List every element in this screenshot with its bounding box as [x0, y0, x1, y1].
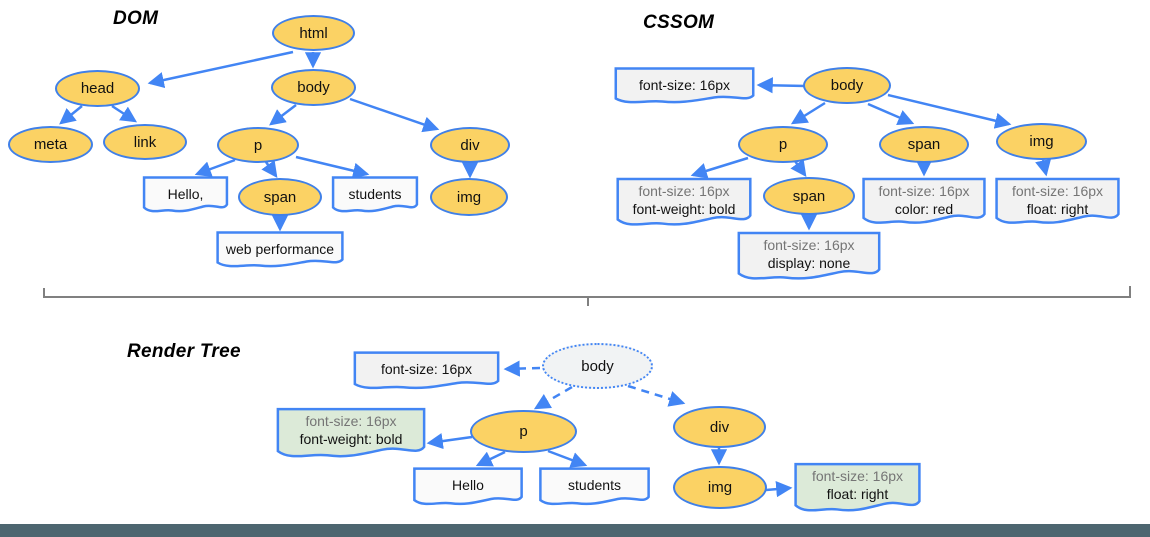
- render-rule-img-line1: font-size: 16px: [811, 468, 904, 484]
- render-node-body: body: [542, 343, 653, 389]
- dom-node-link: link: [103, 124, 187, 160]
- cssom-title: CSSOM: [643, 12, 715, 33]
- dom-node-div: div: [430, 127, 510, 163]
- cssom-node-body: body: [803, 67, 891, 104]
- dom-textnode-students-label: students: [348, 186, 402, 202]
- cssom-rule-span: font-size: 16px color: red: [862, 177, 986, 229]
- merge-brace: [43, 286, 1131, 306]
- arrow-rbody-div: [627, 384, 686, 407]
- arrow-head-link: [111, 104, 138, 123]
- dom-node-meta: meta: [8, 126, 93, 163]
- dom-node-html: html: [272, 15, 355, 51]
- cssom-node-p: p: [738, 126, 828, 163]
- render-tree-title: Render Tree: [127, 341, 241, 362]
- cssom-rule-span-line1: font-size: 16px: [878, 183, 970, 199]
- render-rule-p: font-size: 16px font-weight: bold: [276, 407, 426, 463]
- render-rule-img-line2: float: right: [826, 486, 889, 502]
- cssom-rule-span-in-p-line1: font-size: 16px: [763, 237, 855, 253]
- arrow-rimg-rule: [765, 481, 793, 498]
- arrow-rp-hello: [475, 450, 506, 467]
- cssom-rule-body-text: font-size: 16px: [638, 77, 731, 93]
- dom-textnode-students: students: [332, 176, 418, 216]
- arrow-body-p: [269, 104, 297, 126]
- arrow-cbody-rule: [756, 77, 807, 94]
- render-textnode-hello-label: Hello: [452, 477, 484, 493]
- arrow-cimg-rule: [1035, 158, 1052, 177]
- cssom-rule-img: font-size: 16px float: right: [995, 177, 1120, 229]
- arrow-rp-rule: [426, 433, 473, 450]
- render-rule-p-line2: font-weight: bold: [299, 431, 403, 447]
- cssom-node-span: span: [879, 126, 969, 163]
- cssom-node-span-in-p: span: [763, 177, 855, 215]
- dom-node-span: span: [238, 178, 322, 216]
- footer-bar: [0, 524, 1150, 537]
- cssom-node-img: img: [996, 123, 1087, 160]
- dom-textnode-hello: Hello,: [143, 176, 228, 216]
- dom-node-img: img: [430, 178, 508, 216]
- render-rule-img: font-size: 16px float: right: [794, 462, 921, 517]
- dom-textnode-webperformance-label: web performance: [225, 241, 335, 257]
- cssom-rule-body: font-size: 16px: [614, 67, 755, 107]
- arrow-cp-rule: [690, 156, 749, 179]
- arrow-p-span: [261, 160, 278, 178]
- dom-node-p: p: [217, 127, 299, 163]
- arrow-rp-students: [547, 449, 588, 468]
- dom-textnode-hello-label: Hello,: [167, 186, 204, 202]
- render-textnode-students-label: students: [568, 477, 621, 493]
- cssom-rule-p-line1: font-size: 16px: [638, 183, 730, 199]
- cssom-rule-img-line2: float: right: [1026, 201, 1089, 217]
- render-node-img: img: [673, 466, 767, 509]
- dom-node-head: head: [55, 70, 140, 107]
- render-textnode-students: students: [539, 467, 650, 509]
- render-rule-p-line1: font-size: 16px: [305, 413, 397, 429]
- arrow-html-head: [147, 50, 294, 89]
- dom-textnode-webperformance: web performance: [216, 231, 344, 271]
- arrow-cbody-p: [790, 101, 826, 125]
- arrow-rbody-rule: [503, 360, 541, 377]
- render-rule-body: font-size: 16px: [353, 351, 500, 393]
- arrow-cp-span: [790, 159, 807, 177]
- arrow-p-students: [295, 155, 370, 179]
- render-textnode-hello: Hello: [413, 467, 523, 509]
- arrow-head-meta: [59, 105, 83, 125]
- arrow-body-div: [349, 97, 440, 133]
- render-node-div: div: [673, 406, 766, 448]
- arrow-p-hello: [194, 158, 236, 177]
- dom-title: DOM: [113, 8, 159, 29]
- cssom-rule-p: font-size: 16px font-weight: bold: [616, 177, 752, 231]
- cssom-rule-span-in-p: font-size: 16px display: none: [737, 231, 881, 285]
- cssom-rule-span-in-p-line2: display: none: [767, 255, 851, 271]
- arrow-rbody-p: [533, 385, 573, 410]
- cssom-rule-span-line2: color: red: [894, 201, 954, 217]
- arrow-cbody-img: [887, 93, 1012, 129]
- arrow-cbody-span: [867, 102, 915, 125]
- dom-node-body: body: [271, 69, 356, 106]
- render-node-p: p: [470, 410, 577, 453]
- render-rule-body-text: font-size: 16px: [380, 361, 473, 377]
- cssom-rule-img-line1: font-size: 16px: [1011, 183, 1104, 199]
- cssom-rule-p-line2: font-weight: bold: [632, 201, 736, 217]
